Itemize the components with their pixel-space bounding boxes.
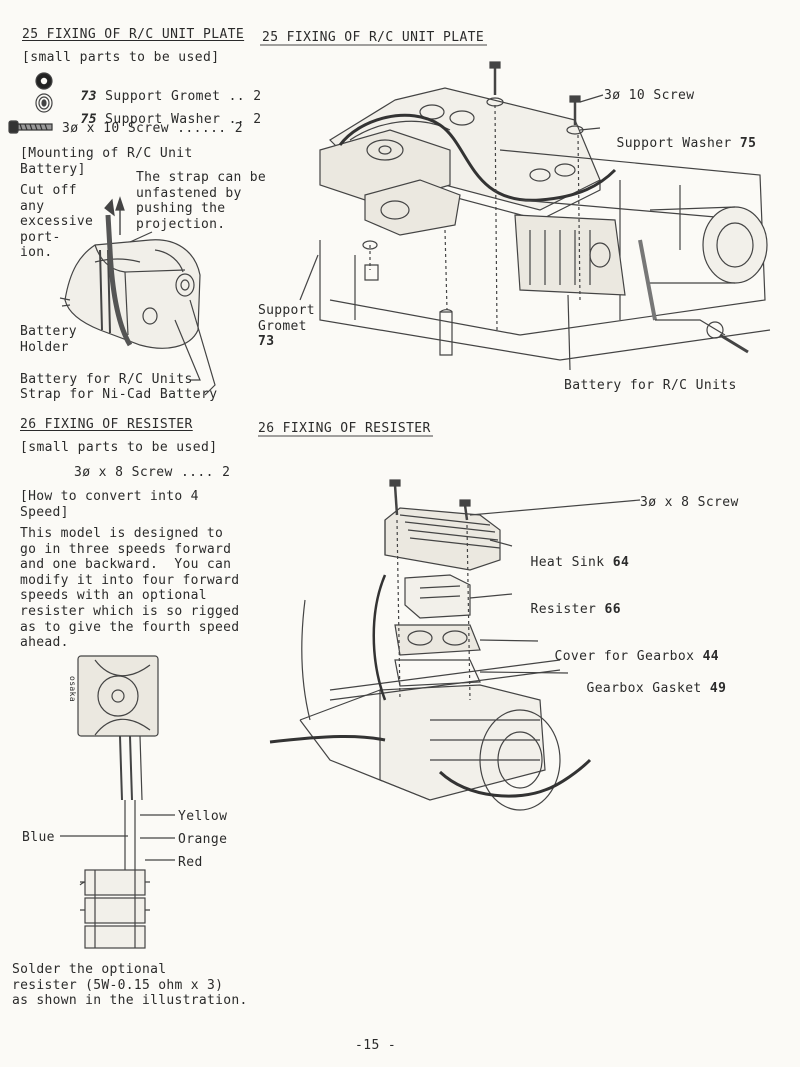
- cut-off-note: Cut off any excessive port- ion.: [20, 183, 94, 261]
- figure-26-heading: 26 FIXING OF RESISTER: [258, 421, 431, 436]
- wire-orange-label: Orange: [178, 832, 228, 847]
- chip-brand-text: osaka: [68, 676, 77, 703]
- rc-unit-plate-illustration: [299, 61, 771, 371]
- small-parts-label: [small parts to be used]: [22, 50, 220, 65]
- battery-units-label: Battery for R/C Units: [20, 372, 193, 387]
- part-number-badge: 49: [709, 681, 727, 696]
- section-25-heading: 25 FIXING OF R/C UNIT PLATE: [22, 27, 245, 42]
- figure-washer-label: Support Washer 75: [600, 121, 756, 151]
- figure-heatsink-text: Heat Sink: [530, 555, 605, 570]
- strap-note: The strap can be unfastened by pushing t…: [136, 170, 267, 232]
- figure-heatsink-label: Heat Sink 64: [514, 540, 629, 570]
- figure-battery-label: Battery for R/C Units: [564, 378, 737, 393]
- resister-wiring-illustration: [60, 655, 175, 949]
- washer-icon: [35, 93, 53, 113]
- mounting-title-line2: Battery]: [20, 162, 86, 177]
- part-text: Support Washer .. 2: [105, 112, 262, 127]
- solder-note: Solder the optional resister (5W-0.15 oh…: [12, 962, 248, 1009]
- part-number-badge: 64: [612, 555, 630, 570]
- strap-nicad-label: Strap for Ni-Cad Battery: [20, 387, 218, 402]
- convert-body: This model is designed to go in three sp…: [20, 526, 240, 651]
- screw-icon: [8, 120, 53, 134]
- part-washer: 75 Support Washer .. 2: [64, 97, 261, 127]
- wire-yellow-label: Yellow: [178, 809, 228, 824]
- figure-resister-text: Resister: [530, 602, 597, 617]
- figure-gasket-label: Gearbox Gasket 49: [570, 666, 726, 696]
- figure-cover-text: Cover for Gearbox: [554, 649, 695, 664]
- figure-gromet-label: Support Gromet: [258, 303, 315, 334]
- wire-red-label: Red: [178, 855, 203, 870]
- part-text: Support Gromet .. 2: [105, 89, 262, 104]
- part-number-badge: 73: [258, 334, 275, 349]
- page-number: -15 -: [355, 1038, 397, 1053]
- part-number-badge: 66: [604, 602, 621, 617]
- wire-blue-label: Blue: [22, 830, 55, 845]
- figure-washer-text: Support Washer: [616, 136, 732, 151]
- section-26-heading: 26 FIXING OF RESISTER: [20, 417, 193, 432]
- part-screw: 3ø x 10 Screw ...... 2: [62, 121, 243, 136]
- part-screw: 3ø x 8 Screw .... 2: [74, 465, 231, 480]
- part-number-badge: 44: [702, 649, 720, 664]
- part-number-badge: 75: [80, 112, 97, 127]
- gromet-icon: [35, 72, 53, 90]
- part-gromet: 73 Support Gromet .. 2: [64, 74, 261, 104]
- resister-assembly-illustration: [269, 479, 641, 811]
- figure-resister-label: Resister 66: [514, 587, 621, 617]
- battery-holder-illustration: [59, 196, 216, 396]
- part-number-badge: 75: [739, 136, 757, 151]
- figure-screw-label: 3ø 10 Screw: [604, 88, 695, 103]
- battery-holder-label: Battery Holder: [20, 324, 77, 355]
- part-number-badge: 73: [80, 89, 97, 104]
- figure-cover-label: Cover for Gearbox 44: [538, 634, 719, 664]
- figure-screw-label: 3ø x 8 Screw: [640, 495, 739, 510]
- small-parts-label: [small parts to be used]: [20, 440, 218, 455]
- convert-title: [How to convert into 4 Speed]: [20, 489, 199, 520]
- figure-gasket-text: Gearbox Gasket: [586, 681, 702, 696]
- figure-25-heading: 25 FIXING OF R/C UNIT PLATE: [262, 30, 485, 45]
- mounting-title-line1: [Mounting of R/C Unit: [20, 146, 193, 161]
